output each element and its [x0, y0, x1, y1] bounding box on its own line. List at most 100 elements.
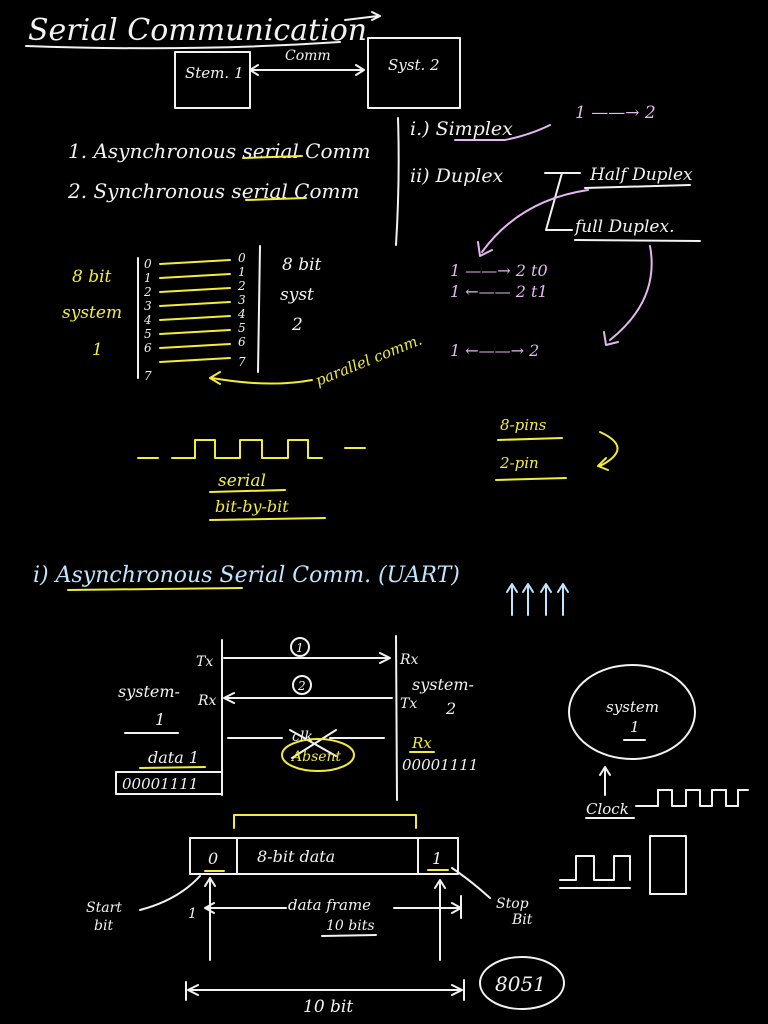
- left-bit-0: 0: [144, 257, 152, 271]
- type-async: 1. Asynchronous serial Comm: [68, 139, 370, 163]
- parallel-left-label-3: 1: [92, 340, 103, 360]
- right-bit-3: 3: [238, 293, 246, 307]
- title-arrow: [344, 11, 381, 21]
- rx-label: Rx: [411, 734, 432, 752]
- comm-label: Comm: [285, 48, 331, 64]
- pins-serial-underline: [495, 477, 567, 481]
- uart-right-bus: [395, 635, 398, 801]
- start-bit-pointer: [139, 875, 201, 911]
- stop-value: 1: [432, 849, 442, 868]
- full-duplex-label: full Duplex.: [573, 217, 674, 237]
- data1-label: data 1: [148, 748, 199, 767]
- uart-rx2: Rx: [399, 652, 419, 668]
- line-1-circle: [290, 637, 310, 657]
- half-duplex-underline: [584, 184, 691, 189]
- clock-system-label: system: [606, 698, 659, 716]
- pins-curved-arrow: [597, 431, 619, 471]
- uart-line-2: [223, 692, 393, 704]
- left-bit-4: 4: [143, 313, 152, 327]
- clock-system-circle: [568, 664, 696, 760]
- duplex-branch: [544, 172, 581, 231]
- frame-one-left: 1: [188, 906, 197, 922]
- right-bit-0: 0: [238, 251, 246, 265]
- right-bit-7: 7: [238, 355, 246, 369]
- parallel-right-bus: [257, 245, 261, 373]
- total-bits: 10 bit: [303, 997, 353, 1017]
- line-2-circle: [292, 675, 312, 695]
- left-bit-3: 3: [144, 299, 152, 313]
- pins-parallel: 8-pins: [500, 416, 547, 434]
- system1-box: [174, 51, 251, 109]
- left-bit-5: 5: [144, 327, 152, 341]
- serial-waveform: [137, 439, 366, 459]
- simplex-underline: [454, 124, 551, 141]
- full-duplex-row: 1 ←——→ 2: [450, 341, 539, 360]
- start-value: 0: [208, 849, 218, 868]
- bit-by-bit-label: bit-by-bit: [215, 497, 289, 516]
- mode-duplex: ii) Duplex: [410, 165, 504, 187]
- sample-box: [649, 835, 687, 895]
- absent-circle: [281, 738, 355, 772]
- chip-circle: [479, 956, 565, 1010]
- underline-serial-1: [242, 155, 303, 159]
- frame-size-underline: [321, 934, 377, 937]
- frame-left-marker: [204, 877, 216, 961]
- type-sync: 2. Synchronous serial Comm: [67, 179, 359, 203]
- stop-bit-label-1: Stop: [496, 896, 529, 912]
- half-duplex-label: Half Duplex: [589, 165, 693, 185]
- left-bit-1: 1: [144, 271, 152, 285]
- left-bit-2: 2: [143, 285, 152, 299]
- bit-by-bit-underline: [209, 517, 326, 521]
- parallel-right-label-1: 8 bit: [282, 255, 322, 275]
- parallel-left-label-1: 8 bit: [72, 267, 112, 287]
- half-duplex-row-1: 1 ——→ 2 t0: [450, 261, 548, 280]
- serial-label: serial: [218, 471, 266, 491]
- left-bit-7: 7: [144, 369, 152, 383]
- clock-label: Clock: [586, 800, 629, 818]
- half-duplex-pointer-arrow: [477, 189, 589, 257]
- data2-bits: 00001111: [402, 756, 478, 774]
- right-bit-1: 1: [238, 265, 246, 279]
- parallel-right-label-3: 2: [291, 315, 303, 335]
- chip-label: 8051: [495, 972, 546, 996]
- right-bit-6: 6: [238, 335, 246, 349]
- start-bit-label-1: Start: [86, 900, 122, 916]
- frame-span-arrows: [204, 902, 462, 914]
- underline-serial-2: [245, 197, 307, 201]
- stop-bit-label-2: Bit: [511, 912, 533, 928]
- page-title: Serial Communication: [28, 13, 367, 48]
- frame-right-marker: [434, 879, 446, 961]
- uart-line-1: [223, 652, 391, 664]
- data1-underline: [139, 766, 206, 769]
- frame-size: 10 bits: [326, 918, 375, 934]
- half-duplex-row-2: 1 ←—— 2 t1: [450, 282, 548, 301]
- line-1-label: 1: [296, 641, 304, 655]
- left-bit-6: 6: [144, 341, 152, 355]
- data1-register: [115, 771, 223, 795]
- divider-line: [395, 117, 400, 246]
- start-bit-label-2: bit: [94, 918, 113, 934]
- uart-tx2: Tx: [400, 696, 417, 712]
- frame-label: data frame: [288, 896, 371, 914]
- uart-tx1: Tx: [196, 654, 213, 670]
- parallel-bit-lines: [159, 259, 231, 363]
- pins-serial: 2-pin: [499, 454, 539, 472]
- uart-up-arrows: [506, 583, 569, 616]
- right-bit-2: 2: [237, 279, 246, 293]
- system2-label: Syst. 2: [388, 56, 440, 74]
- mode-simplex: i.) Simplex: [410, 118, 513, 140]
- comm-double-arrow: [249, 64, 365, 76]
- data1-bits: 00001111: [122, 775, 198, 793]
- uart-system1-num: 1: [155, 710, 165, 729]
- uart-system2-num: 2: [445, 699, 456, 718]
- uart-system2-label: system-: [412, 675, 474, 694]
- clock-up-arrow: [599, 766, 611, 796]
- frame-bracket: [233, 814, 417, 829]
- pins-parallel-underline: [497, 437, 563, 441]
- clk-cross: [289, 729, 337, 759]
- parallel-note: parallel comm.: [313, 331, 425, 390]
- clock-system-num: 1: [630, 718, 640, 736]
- total-span-arrow: [185, 979, 465, 1001]
- uart-rx1: Rx: [197, 693, 217, 709]
